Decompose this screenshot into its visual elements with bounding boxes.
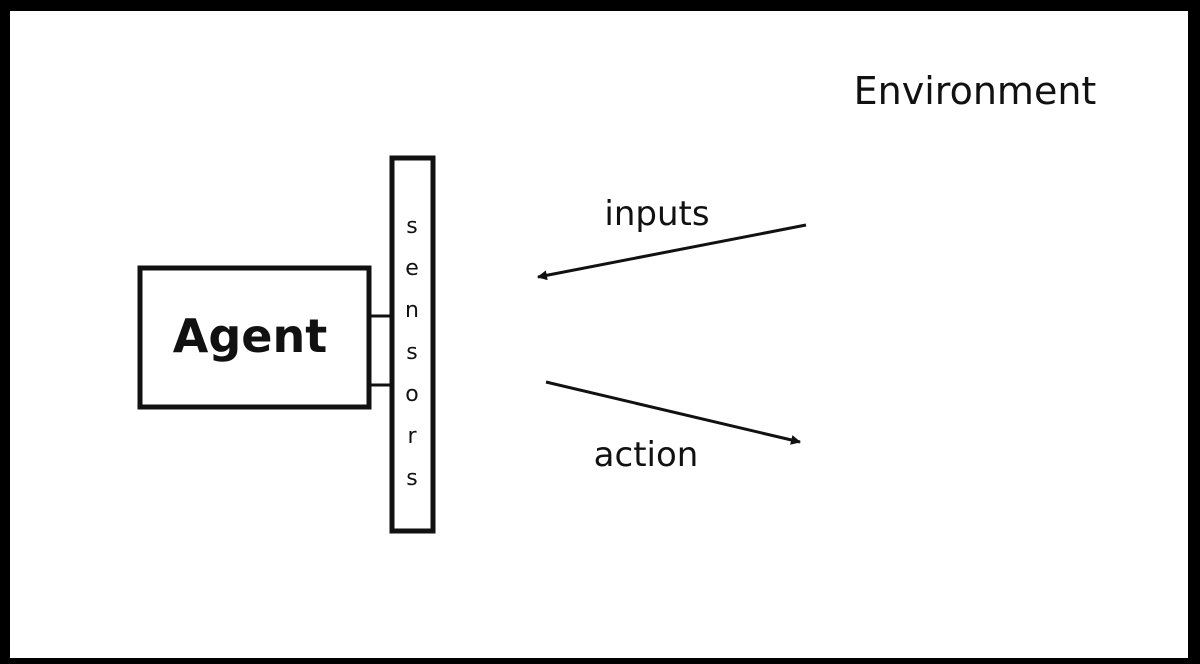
sensors-letter: o [405, 382, 418, 407]
sensors-label: s e n s o r s [405, 214, 419, 491]
sensors-bar [389, 155, 436, 534]
sensors-letter: r [407, 424, 417, 449]
agent-box [137, 265, 372, 410]
sensors-letter: s [406, 340, 417, 365]
agent-label: Agent [173, 309, 327, 363]
action-arrow [545, 380, 801, 445]
sensors-letter: n [405, 298, 419, 323]
sensors-letter: s [406, 214, 417, 239]
inputs-label: inputs [604, 194, 709, 234]
sensors-letter: e [405, 256, 419, 281]
environment-label: Environment [854, 69, 1097, 113]
sensors-letter: s [406, 466, 417, 491]
action-label: action [594, 435, 699, 475]
inputs-arrow [537, 223, 807, 281]
